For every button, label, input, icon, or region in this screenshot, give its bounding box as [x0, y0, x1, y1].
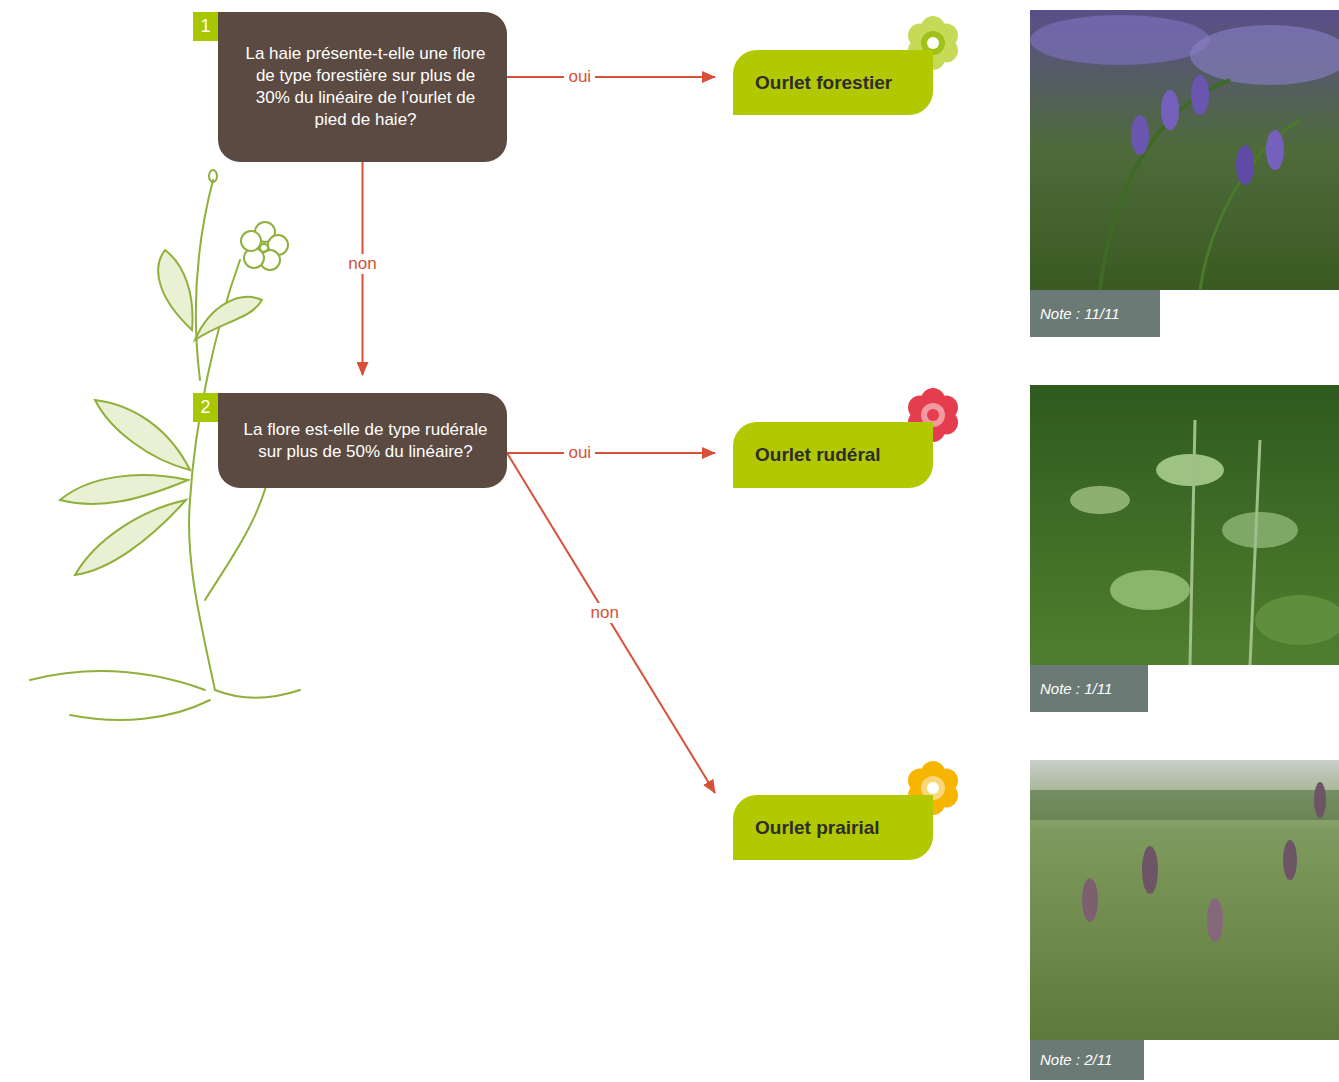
plant-stem: [205, 470, 270, 600]
result-text: Ourlet forestier: [755, 71, 903, 95]
photo-stem: [1200, 120, 1300, 290]
result-box: Ourlet rudéral: [733, 422, 933, 488]
photo-grass-head: [1283, 840, 1297, 880]
score-text: Note : 2/11: [1040, 1050, 1134, 1070]
plant-leaf: [60, 475, 188, 504]
score-note: Note : 2/11: [1030, 1040, 1144, 1080]
edge-label: non: [587, 603, 623, 623]
photo-leaf: [1110, 570, 1190, 610]
icon-heart: [927, 37, 939, 49]
photo-leaf: [1070, 486, 1130, 514]
score-text: Note : 11/11: [1040, 304, 1150, 324]
score-text: Note : 1/11: [1040, 679, 1138, 699]
photo-bell: [1191, 75, 1209, 115]
photo-grass-head: [1082, 878, 1098, 922]
question-text: La haie présente-t-elle une flore de typ…: [240, 43, 491, 131]
plant-stem: [215, 690, 300, 698]
icon-heart: [927, 409, 939, 421]
photo-blur: [1190, 25, 1339, 85]
photo-stem: [1250, 440, 1260, 665]
score-note: Note : 1/11: [1030, 665, 1148, 712]
plant-leaf: [95, 400, 190, 470]
result-text: Ourlet rudéral: [755, 443, 903, 467]
plant-flower-heart: [260, 244, 268, 252]
plant-stem: [196, 180, 213, 380]
question-box: 1La haie présente-t-elle une flore de ty…: [218, 12, 507, 162]
photo-stem: [1100, 80, 1230, 290]
photo-nettles: [1030, 385, 1339, 665]
photo-leaf: [1255, 595, 1339, 645]
question-text: La flore est-elle de type rudérale sur p…: [240, 419, 491, 463]
plant-flower-petal: [241, 231, 261, 251]
photo-meadow: [1030, 760, 1339, 1040]
plant-bud: [209, 170, 217, 182]
step-number: 2: [193, 393, 218, 422]
photo-leaf: [1222, 512, 1298, 548]
plant-leaf: [195, 297, 262, 340]
result-text: Ourlet prairial: [755, 816, 903, 840]
plant-leaf: [30, 671, 205, 690]
edge-label: oui: [564, 443, 595, 463]
result-box: Ourlet prairial: [733, 795, 933, 860]
arrow-connector: [507, 76, 715, 78]
photo-blur: [1030, 15, 1210, 65]
photo-bell: [1161, 90, 1179, 130]
photo-stem: [1190, 420, 1195, 665]
step-number: 1: [193, 12, 218, 41]
question-box: 2La flore est-elle de type rudérale sur …: [218, 393, 507, 488]
photo-ground: [1030, 760, 1339, 1040]
edge-label: non: [344, 254, 380, 274]
plant-leaf: [75, 500, 186, 575]
score-note: Note : 11/11: [1030, 290, 1160, 337]
photo-bluebells: [1030, 10, 1339, 290]
photo-bell: [1131, 115, 1149, 155]
plant-leaf: [70, 700, 210, 720]
result-box: Ourlet forestier: [733, 50, 933, 115]
plant-leaf: [158, 250, 192, 330]
photo-grass-head: [1207, 898, 1223, 942]
arrow-connector: [507, 452, 715, 454]
photo-grass-head: [1314, 782, 1326, 818]
photo-trees: [1030, 790, 1339, 820]
arrow-connector: [507, 453, 715, 793]
icon-heart: [927, 782, 939, 794]
photo-leaf: [1156, 454, 1224, 486]
photo-bell: [1236, 145, 1254, 185]
edge-label: oui: [564, 67, 595, 87]
photo-grass-head: [1142, 846, 1158, 894]
photo-bell: [1266, 130, 1284, 170]
